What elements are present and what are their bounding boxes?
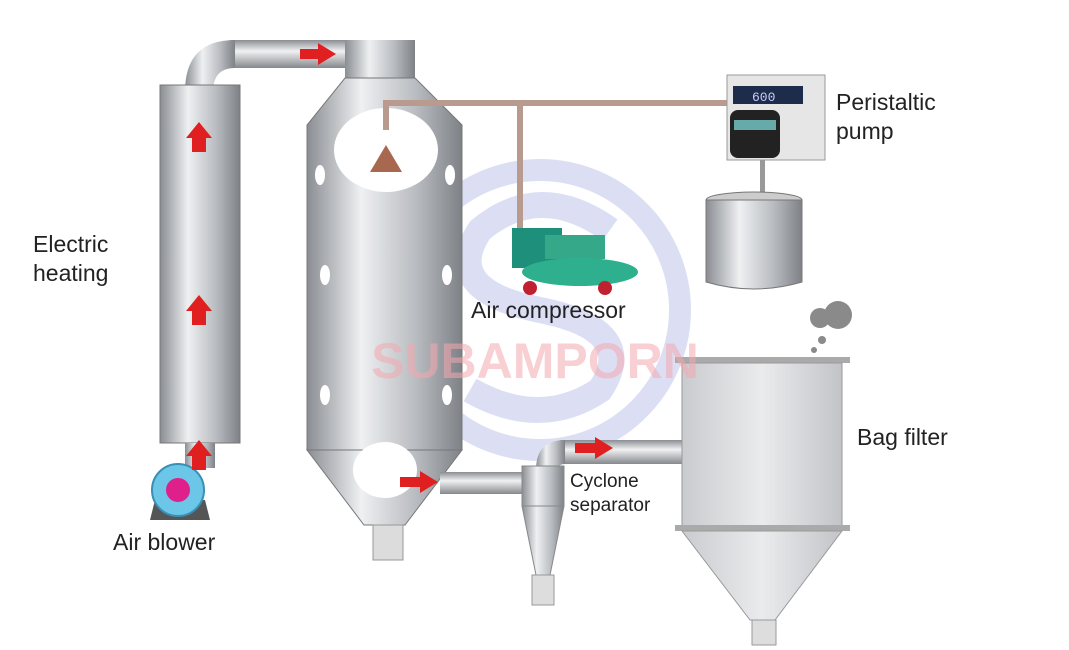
feed-line: [383, 100, 765, 236]
watermark-text: SUBAMPORN: [371, 333, 699, 389]
bag-filter: [675, 301, 852, 646]
peristaltic-pump-line1: Peristaltic: [836, 89, 936, 115]
arrow-right-icon: [400, 471, 438, 493]
peristaltic-pump-label: Peristaltic pump: [836, 88, 936, 146]
cyclone-separator-label: Cyclone separator: [570, 470, 650, 518]
hot-air-duct: [185, 40, 350, 92]
air-blower-label: Air blower: [113, 529, 216, 555]
air-blower: [150, 463, 210, 520]
arrow-right-icon: [575, 437, 613, 459]
drying-chamber: [305, 40, 464, 561]
cyclone-line2: separator: [570, 494, 651, 516]
electric-heating-line1: Electric: [33, 231, 109, 257]
feed-beaker: [705, 191, 803, 290]
pump-display: 600: [752, 90, 775, 105]
peristaltic-pump: 600: [726, 74, 826, 161]
exhaust-cloud: [810, 301, 852, 353]
cyclone-separator: [521, 465, 565, 606]
cyclone-line1: Cyclone: [570, 471, 639, 492]
flow-arrows: [186, 43, 613, 493]
air-compressor-label: Air compressor: [471, 297, 626, 323]
arrow-up-icon: [186, 122, 212, 152]
electric-heating-line2: heating: [33, 259, 109, 286]
air-compressor: [512, 228, 638, 295]
electric-heating-label: Electric heating: [33, 230, 108, 288]
arrow-right-icon: [300, 43, 336, 65]
peristaltic-pump-line2: pump: [836, 117, 894, 144]
arrow-up-icon: [186, 440, 212, 470]
bag-filter-label: Bag filter: [857, 424, 948, 450]
arrow-up-icon: [186, 295, 212, 325]
